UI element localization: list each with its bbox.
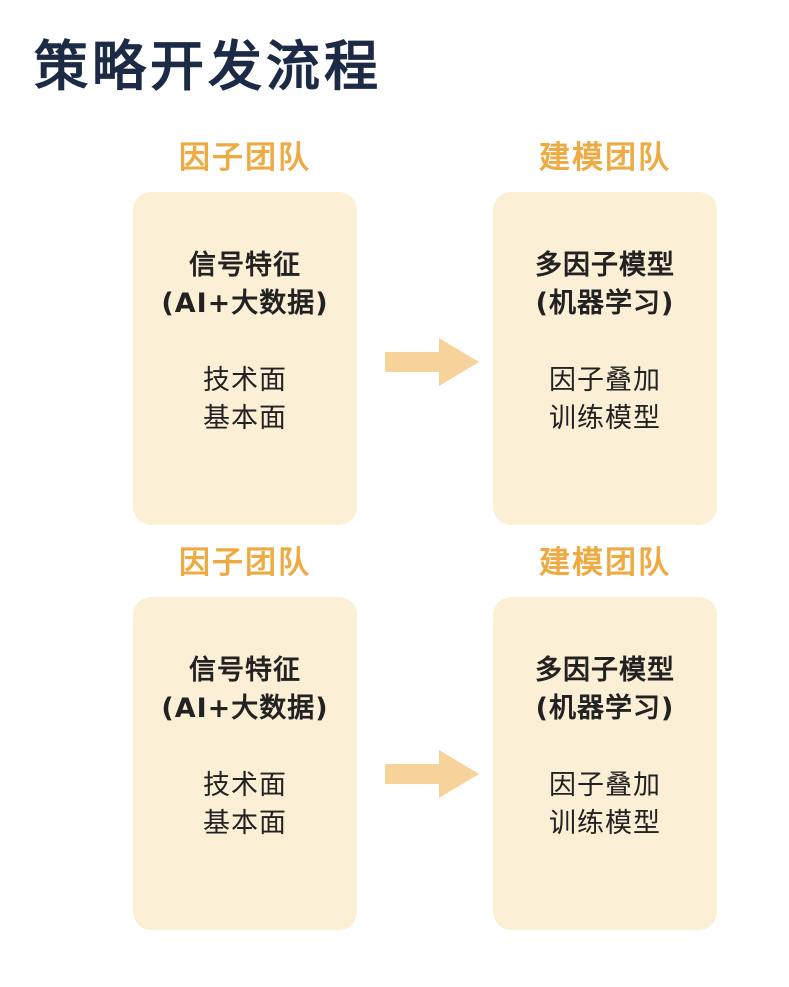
card-heading-line: 信号特征 [189, 655, 301, 686]
card-factor-team: 信号特征 (AI+大数据) 技术面 基本面 [133, 597, 357, 930]
card-heading-line: 多因子模型 [535, 655, 675, 686]
card-heading-line: 信号特征 [189, 250, 301, 281]
card-heading-line: (机器学习) [535, 288, 675, 319]
card-modeling-team: 多因子模型 (机器学习) 因子叠加 训练模型 [493, 192, 717, 525]
card-body-line: 基本面 [203, 808, 287, 839]
page-title: 策略开发流程 [34, 35, 382, 98]
card-body-line: 因子叠加 [549, 365, 661, 396]
card-body-line: 训练模型 [549, 403, 661, 434]
card-modeling-team: 多因子模型 (机器学习) 因子叠加 训练模型 [493, 597, 717, 930]
card-body: 技术面 基本面 [133, 362, 357, 438]
card-heading: 信号特征 (AI+大数据) [133, 247, 357, 323]
card-body-line: 训练模型 [549, 808, 661, 839]
card-body: 因子叠加 训练模型 [493, 362, 717, 438]
team-label-factor: 因子团队 [179, 140, 311, 176]
card-body-line: 技术面 [203, 365, 287, 396]
arrow-right-icon [385, 338, 479, 386]
card-body-line: 基本面 [203, 403, 287, 434]
team-label-modeling: 建模团队 [539, 140, 671, 176]
card-heading-line: (机器学习) [535, 693, 675, 724]
card-heading-line: (AI+大数据) [161, 288, 329, 319]
card-factor-team: 信号特征 (AI+大数据) 技术面 基本面 [133, 192, 357, 525]
card-body-line: 因子叠加 [549, 770, 661, 801]
card-body: 技术面 基本面 [133, 767, 357, 843]
card-heading-line: (AI+大数据) [161, 693, 329, 724]
team-label-modeling: 建模团队 [539, 545, 671, 581]
team-label-factor: 因子团队 [179, 545, 311, 581]
arrow-right-icon [385, 750, 479, 798]
card-heading: 多因子模型 (机器学习) [493, 247, 717, 323]
card-heading: 信号特征 (AI+大数据) [133, 652, 357, 728]
card-body: 因子叠加 训练模型 [493, 767, 717, 843]
card-heading: 多因子模型 (机器学习) [493, 652, 717, 728]
card-heading-line: 多因子模型 [535, 250, 675, 281]
card-body-line: 技术面 [203, 770, 287, 801]
